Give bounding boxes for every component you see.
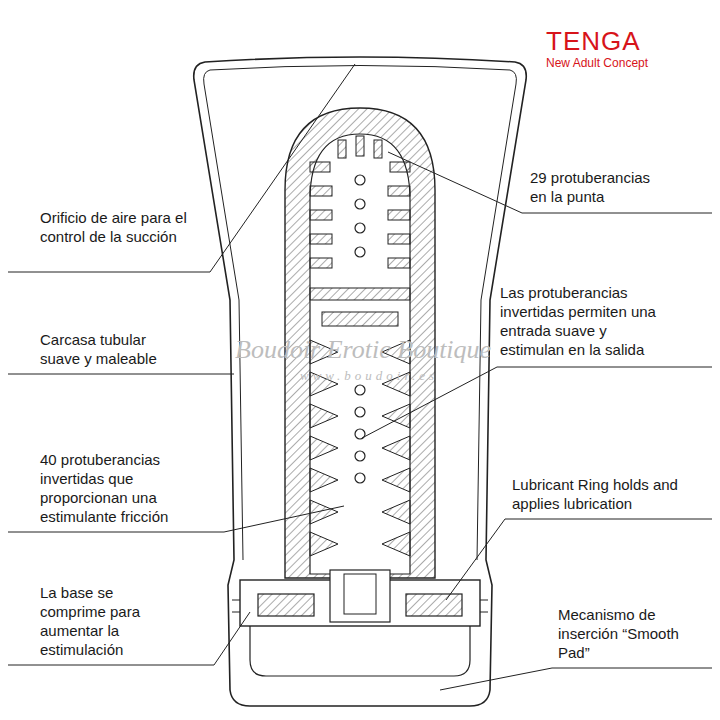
callout-label: 40 protuberancias invertidas que proporc… bbox=[40, 450, 200, 526]
callout-label: Mecanismo de inserción “Smooth Pad” bbox=[558, 605, 688, 662]
watermark: Boudoir Erotic Boutique bbox=[235, 335, 491, 365]
callout-label: 29 protuberancias en la punta bbox=[530, 168, 670, 206]
callout-label: Las protuberancias invertidas permiten u… bbox=[500, 283, 660, 359]
callout-label: Carcasa tubular suave y maleable bbox=[40, 330, 170, 368]
brand-logo: TENGA bbox=[546, 26, 641, 57]
watermark: www.boudoir.es bbox=[300, 368, 438, 384]
callout-label: Lubricant Ring holds and applies lubrica… bbox=[512, 475, 690, 513]
brand-tagline: New Adult Concept bbox=[546, 56, 648, 70]
callout-label: La base se comprime para aumentar la est… bbox=[40, 583, 160, 659]
callout-label: Orificio de aire para el control de la s… bbox=[40, 208, 190, 246]
